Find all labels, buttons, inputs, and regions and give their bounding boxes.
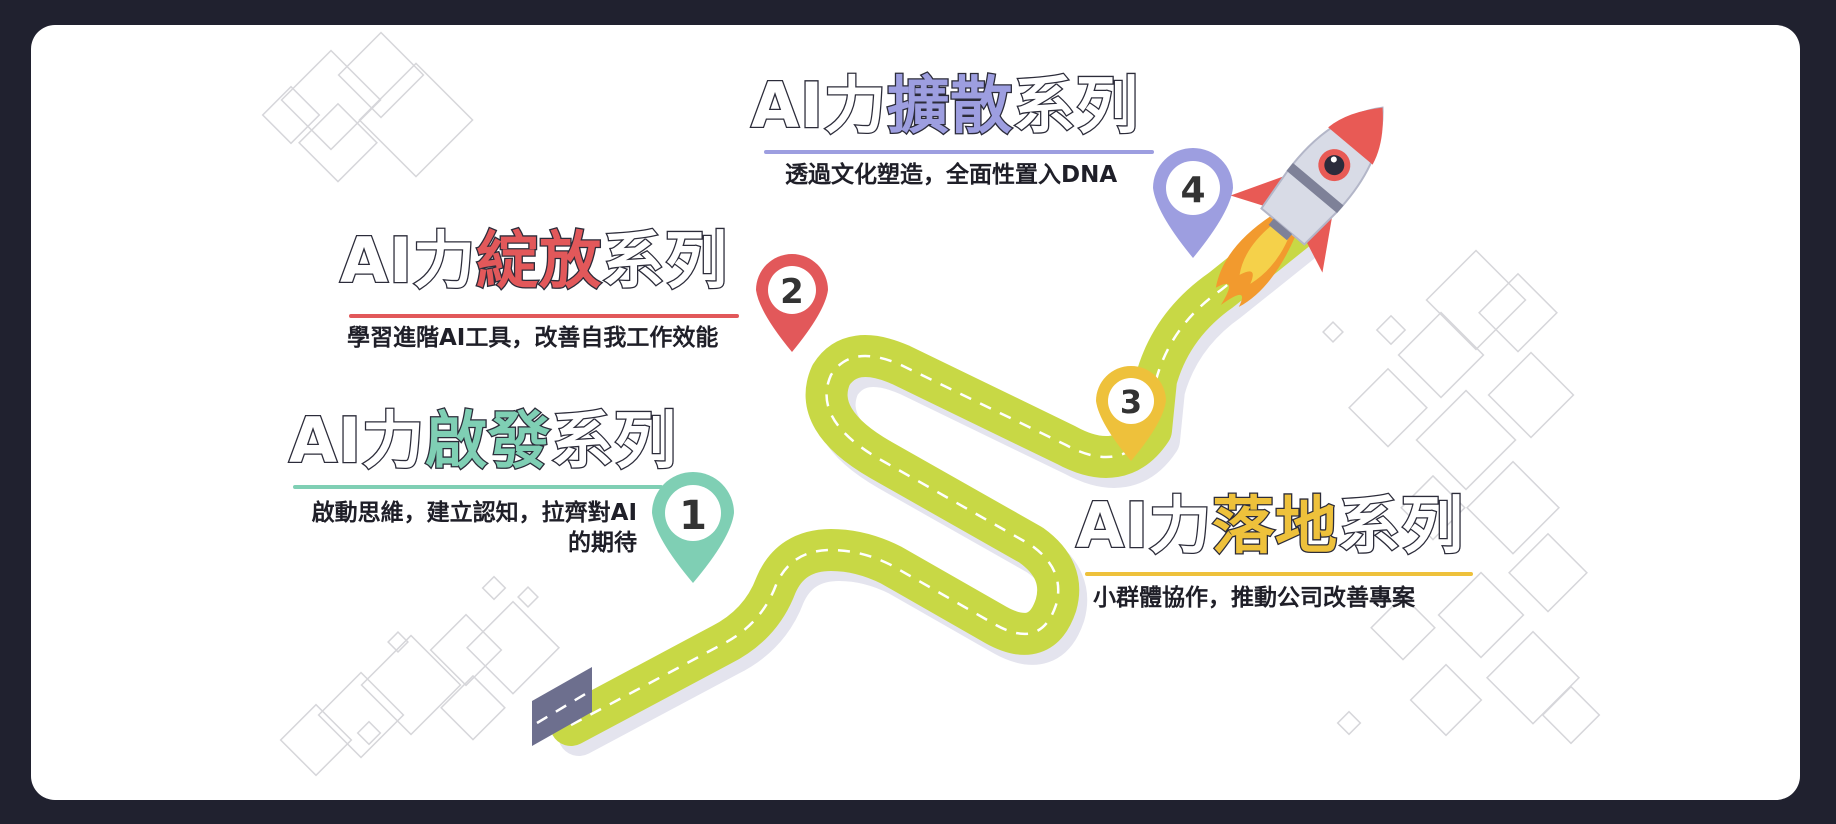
marker-1: 1 — [652, 471, 734, 583]
series-4-desc: 透過文化塑造，全面性置入DNA — [785, 162, 1118, 188]
series-4-keyword: 擴散 — [886, 69, 1014, 142]
series-1-title: AI力啟發系列 — [288, 408, 678, 473]
series-1-block: AI力啟發系列 — [288, 408, 678, 473]
marker-2: 2 — [756, 254, 828, 352]
series-3-title: AI力落地系列 — [1075, 493, 1465, 558]
series-4-block: AI力擴散系列 — [750, 73, 1140, 138]
diamond-pattern-top-left — [261, 31, 474, 183]
diamond-pattern-right — [1322, 249, 1601, 745]
series-2-suffix: 系列 — [601, 224, 729, 297]
series-2-block: AI力綻放系列 — [339, 228, 729, 293]
road-centerline — [570, 229, 1297, 727]
series-1-prefix: AI力 — [288, 404, 426, 477]
marker-4: 4 — [1153, 148, 1233, 258]
series-1-keyword: 啟發 — [424, 404, 552, 477]
series-2-title: AI力綻放系列 — [339, 228, 729, 293]
marker-4-number: 4 — [1180, 170, 1205, 211]
series-2-underline — [349, 314, 739, 318]
series-3-block: AI力落地系列 — [1075, 493, 1465, 558]
marker-2-number: 2 — [780, 272, 804, 312]
series-2-desc: 學習進階AI工具，改善自我工作效能 — [347, 325, 719, 351]
diamond-pattern-bottom-left — [279, 575, 561, 777]
series-3-desc: 小群體協作，推動公司改善專案 — [1093, 585, 1415, 611]
rocket-icon — [1215, 106, 1384, 307]
series-1-suffix: 系列 — [550, 404, 678, 477]
series-2-keyword: 綻放 — [475, 224, 603, 297]
marker-1-number: 1 — [679, 493, 707, 539]
marker-3: 3 — [1096, 366, 1166, 461]
card: 1 2 3 4 AI力擴散系列 透過文化塑造，全面性置入DNA AI力綻放系列 — [31, 25, 1800, 800]
series-4-underline — [764, 150, 1154, 154]
marker-3-number: 3 — [1120, 383, 1142, 421]
road-start-segment — [532, 667, 592, 746]
series-4-prefix: AI力 — [750, 69, 888, 142]
series-3-prefix: AI力 — [1075, 489, 1213, 562]
roadmap-scene: 1 2 3 4 — [261, 31, 1601, 777]
series-1-underline — [293, 485, 663, 489]
series-3-underline — [1085, 572, 1473, 576]
series-1-desc-line1: 啟動思維，建立認知，拉齊對AI — [311, 500, 637, 526]
series-2-prefix: AI力 — [339, 224, 477, 297]
road-start-dash — [536, 691, 588, 725]
series-4-title: AI力擴散系列 — [750, 73, 1140, 138]
series-4-suffix: 系列 — [1012, 69, 1140, 142]
series-3-keyword: 落地 — [1211, 489, 1339, 562]
series-1-desc: 啟動思維，建立認知，拉齊對AI 的期待 — [291, 499, 637, 559]
series-3-suffix: 系列 — [1337, 489, 1465, 562]
series-1-desc-line2: 的期待 — [568, 529, 637, 556]
